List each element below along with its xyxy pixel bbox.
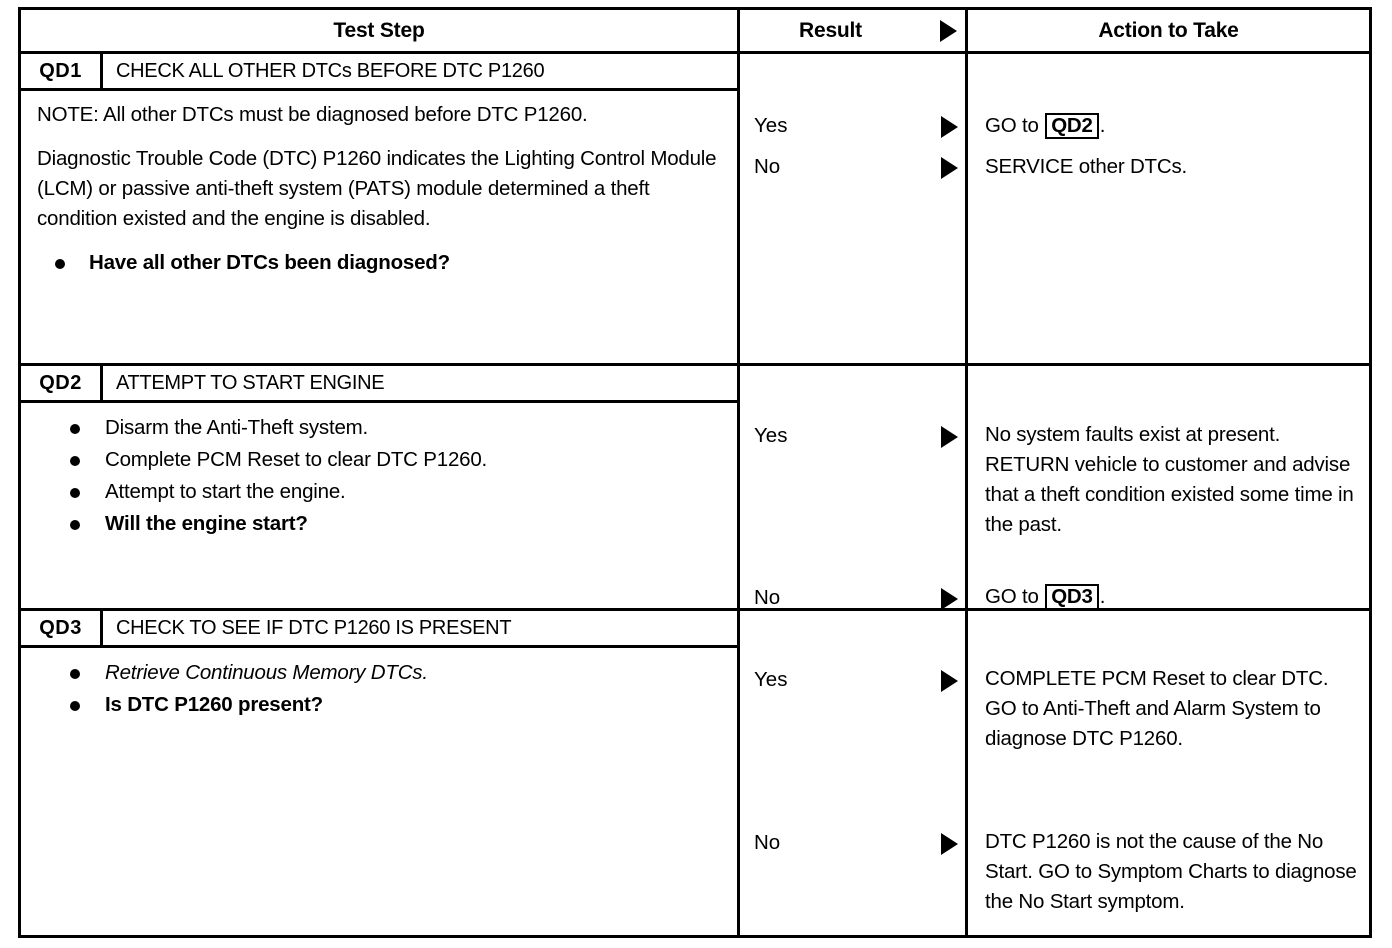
right-triangle-icon xyxy=(940,19,957,42)
action-text-suffix: . xyxy=(1099,114,1106,137)
action-text-suffix: . xyxy=(1099,585,1106,608)
result-label: Yes xyxy=(754,424,788,447)
step-question-qd1: Have all other DTCs been diagnosed? xyxy=(37,248,721,278)
step-title-qd3: CHECK TO SEE IF DTC P1260 IS PRESENT xyxy=(116,616,512,639)
result-entry: Yes xyxy=(740,422,965,450)
list-item: Disarm the Anti-Theft system. xyxy=(37,412,721,443)
action-text: GO to xyxy=(985,114,1045,137)
result-entry: No xyxy=(740,153,965,181)
action-text: DTC P1260 is not the cause of the No Sta… xyxy=(985,830,1357,913)
table-row: QD3 CHECK TO SEE IF DTC P1260 IS PRESENT… xyxy=(21,611,1369,935)
step-tag-qd3: QD3 xyxy=(21,611,103,645)
action-entry: GO to QD3. xyxy=(968,582,1359,612)
column-header-action-to-take: Action to Take xyxy=(1098,18,1239,42)
right-triangle-icon xyxy=(941,157,958,179)
list-item: Attempt to start the engine. xyxy=(37,476,721,507)
result-entry: No xyxy=(740,584,965,612)
result-cell-qd3: Yes No xyxy=(740,611,968,935)
right-triangle-icon xyxy=(941,426,958,448)
result-label: Yes xyxy=(754,668,788,691)
right-triangle-icon xyxy=(941,833,958,855)
result-cell-qd2: Yes No xyxy=(740,366,968,610)
step-tag-qd1: QD1 xyxy=(21,54,103,88)
right-triangle-icon xyxy=(941,670,958,692)
action-cell-qd1: GO to QD2. SERVICE other DTCs. xyxy=(968,54,1369,363)
step-bullet-list-qd2: Disarm the Anti-Theft system. Complete P… xyxy=(37,412,721,539)
column-header-test-step: Test Step xyxy=(21,10,740,51)
step-body-qd2: Disarm the Anti-Theft system. Complete P… xyxy=(21,403,737,608)
step-title-bar-qd2: QD2 ATTEMPT TO START ENGINE xyxy=(21,366,737,403)
step-body-qd3: Retrieve Continuous Memory DTCs. Is DTC … xyxy=(21,648,737,935)
action-text: COMPLETE PCM Reset to clear DTC. GO to A… xyxy=(985,667,1329,750)
table-header-row: Test Step Result Action to Take xyxy=(21,10,1369,54)
step-paragraph: Diagnostic Trouble Code (DTC) P1260 indi… xyxy=(37,147,717,230)
action-entry: DTC P1260 is not the cause of the No Sta… xyxy=(968,827,1359,917)
diagnostic-test-table: Test Step Result Action to Take QD1 CHEC… xyxy=(18,7,1372,938)
result-entry: Yes xyxy=(740,112,965,140)
result-entry: Yes xyxy=(740,666,965,694)
action-entry: SERVICE other DTCs. xyxy=(968,152,1359,182)
test-step-cell-qd2: QD2 ATTEMPT TO START ENGINE Disarm the A… xyxy=(21,366,740,608)
result-label: No xyxy=(754,586,781,609)
step-paragraph: NOTE: All other DTCs must be diagnosed b… xyxy=(37,103,588,126)
list-item: Complete PCM Reset to clear DTC P1260. xyxy=(37,444,721,475)
action-text: GO to xyxy=(985,585,1045,608)
result-label: No xyxy=(754,155,781,178)
step-title-bar-qd1: QD1 CHECK ALL OTHER DTCs BEFORE DTC P126… xyxy=(21,54,737,91)
result-label: No xyxy=(754,831,781,854)
action-cell-qd3: COMPLETE PCM Reset to clear DTC. GO to A… xyxy=(968,611,1369,935)
table-row: QD1 CHECK ALL OTHER DTCs BEFORE DTC P126… xyxy=(21,54,1369,366)
right-triangle-icon xyxy=(941,588,958,610)
step-tag-qd2: QD2 xyxy=(21,366,103,400)
test-step-cell-qd3: QD3 CHECK TO SEE IF DTC P1260 IS PRESENT… xyxy=(21,611,740,935)
action-text: No system faults exist at present. RETUR… xyxy=(985,423,1354,536)
action-entry: No system faults exist at present. RETUR… xyxy=(968,420,1359,540)
step-title-bar-qd3: QD3 CHECK TO SEE IF DTC P1260 IS PRESENT xyxy=(21,611,737,648)
result-entry: No xyxy=(740,829,965,857)
table-row: QD2 ATTEMPT TO START ENGINE Disarm the A… xyxy=(21,366,1369,611)
action-entry: COMPLETE PCM Reset to clear DTC. GO to A… xyxy=(968,664,1359,754)
list-item: Retrieve Continuous Memory DTCs. xyxy=(37,657,721,688)
column-header-result: Result xyxy=(740,10,968,51)
step-body-qd1: NOTE: All other DTCs must be diagnosed b… xyxy=(21,91,737,363)
result-cell-qd1: Yes No xyxy=(740,54,968,363)
list-item: Is DTC P1260 present? xyxy=(37,689,721,720)
step-title-qd2: ATTEMPT TO START ENGINE xyxy=(116,371,385,394)
right-triangle-icon xyxy=(941,116,958,138)
column-header-result-label: Result xyxy=(799,18,862,42)
step-reference-box[interactable]: QD2 xyxy=(1045,113,1099,139)
action-cell-qd2: No system faults exist at present. RETUR… xyxy=(968,366,1369,610)
action-text: SERVICE other DTCs. xyxy=(985,155,1188,178)
test-step-cell-qd1: QD1 CHECK ALL OTHER DTCs BEFORE DTC P126… xyxy=(21,54,740,363)
step-reference-box[interactable]: QD3 xyxy=(1045,584,1099,610)
action-entry: GO to QD2. xyxy=(968,111,1359,141)
step-bullet-list-qd3: Retrieve Continuous Memory DTCs. Is DTC … xyxy=(37,657,721,720)
list-item: Will the engine start? xyxy=(37,508,721,539)
step-title-qd1: CHECK ALL OTHER DTCs BEFORE DTC P1260 xyxy=(116,59,545,82)
result-label: Yes xyxy=(754,114,788,137)
